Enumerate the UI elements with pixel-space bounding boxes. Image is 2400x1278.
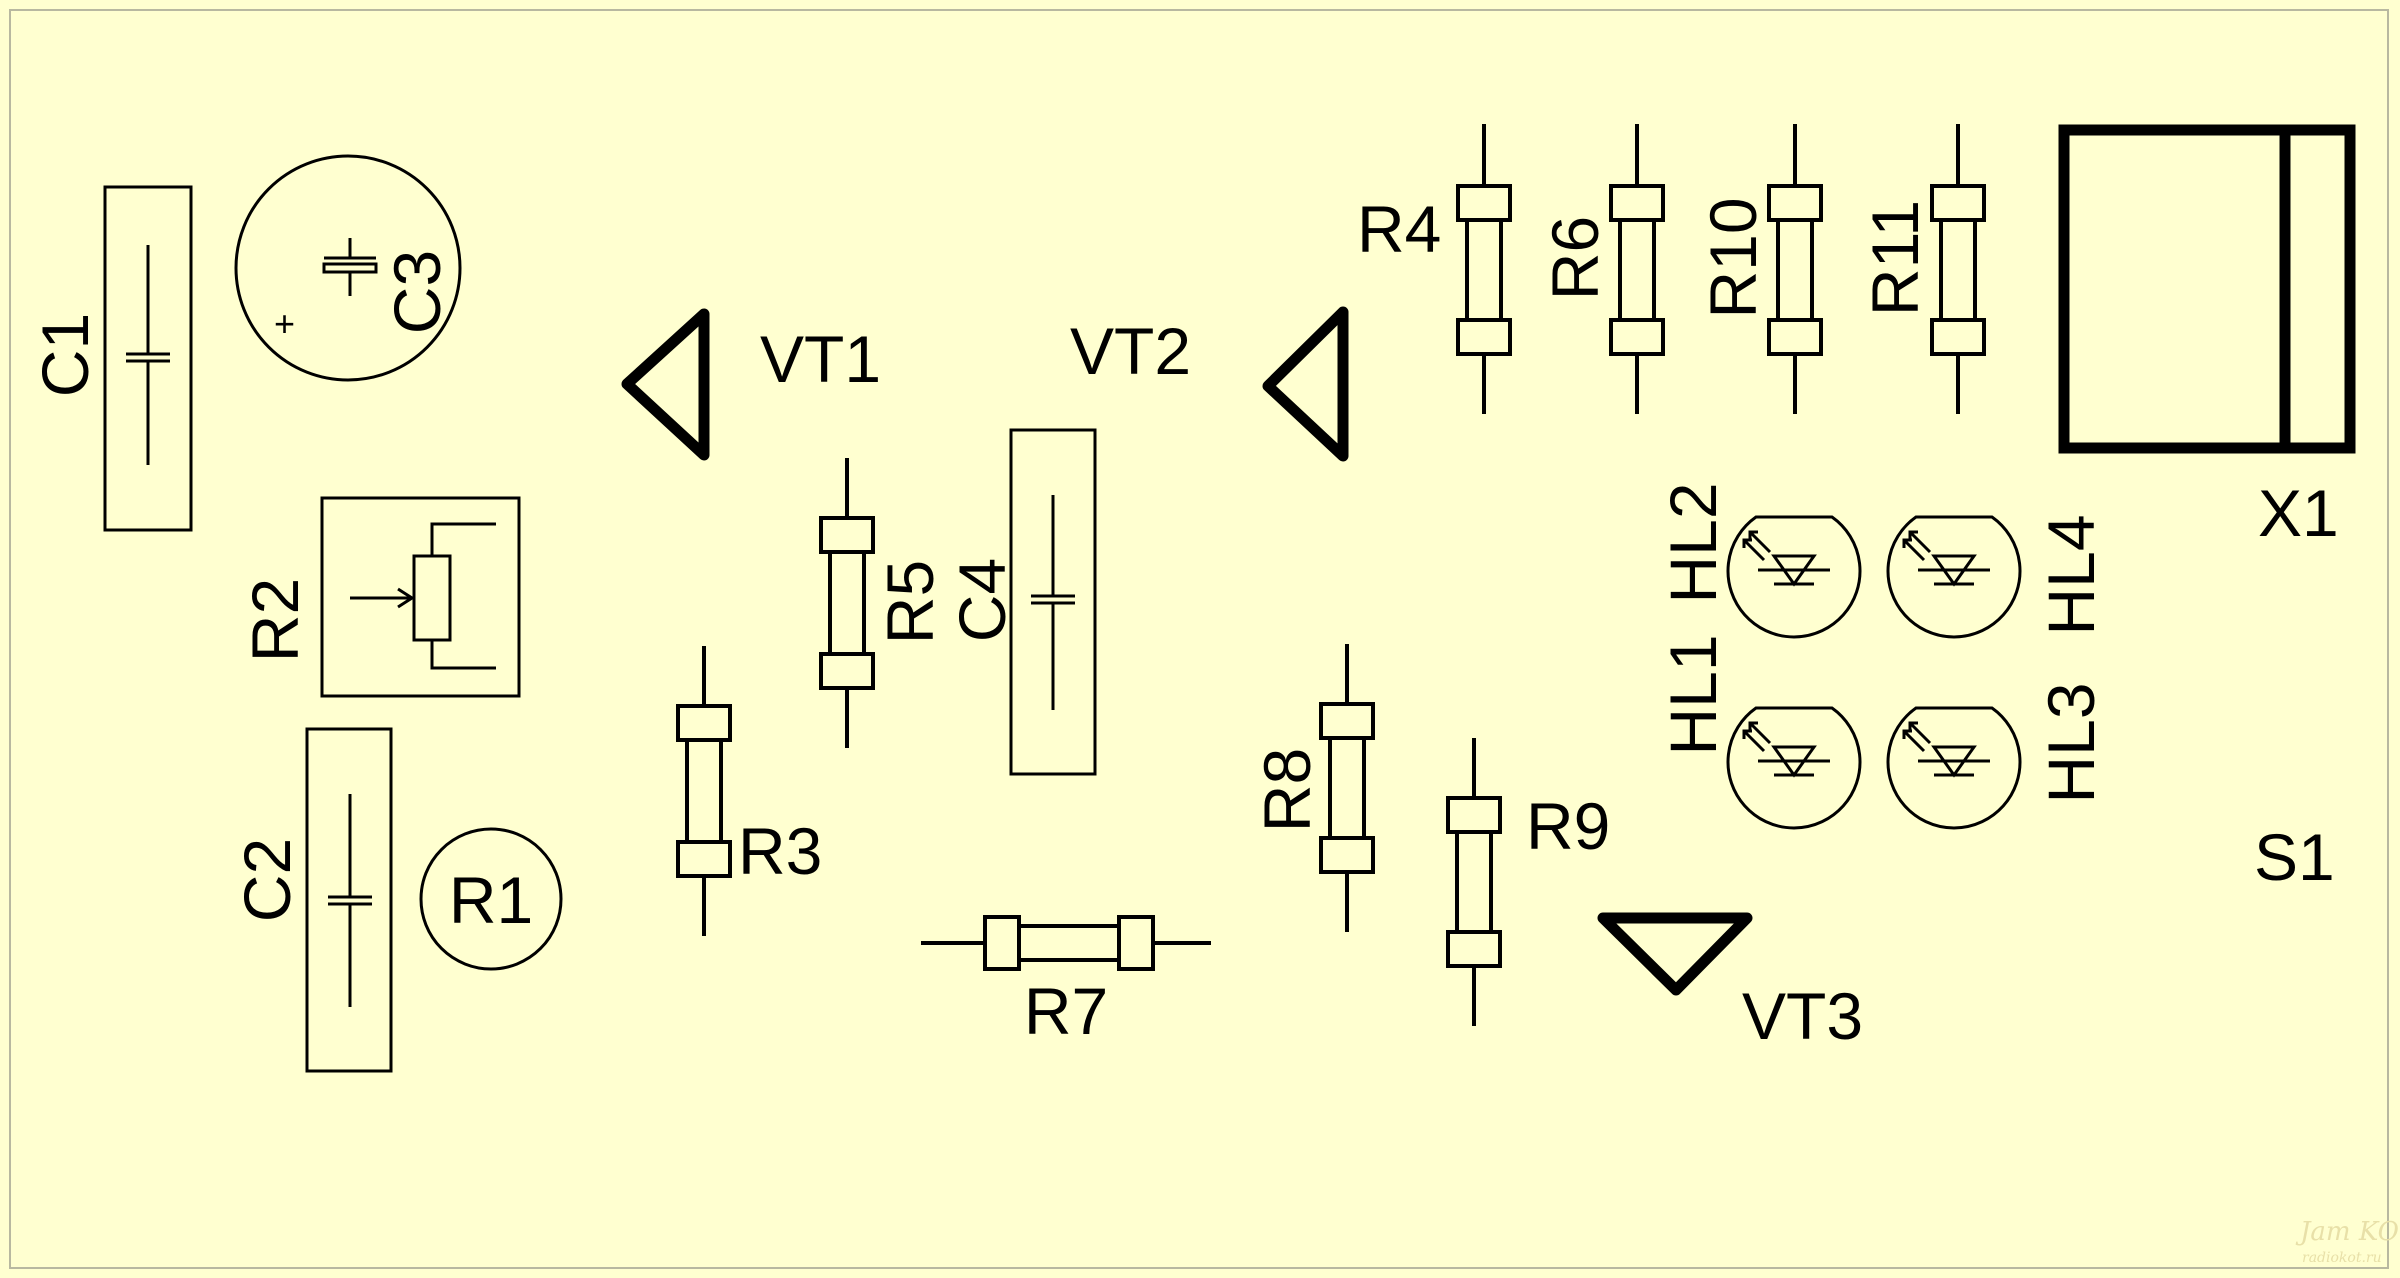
label-x1: X1 <box>2258 476 2339 550</box>
label-vt3: VT3 <box>1742 979 1863 1053</box>
resistor-r1 <box>419 827 563 971</box>
capacitor-c4 <box>1009 428 1097 776</box>
label-hl3: HL3 <box>2034 682 2108 803</box>
resistor-r10 <box>1767 124 1823 414</box>
label-c2: C2 <box>230 838 304 922</box>
capacitor-c1 <box>103 185 193 532</box>
resistor-r4 <box>1456 124 1512 414</box>
label-r7: R7 <box>1024 974 1108 1048</box>
label-r3: R3 <box>738 814 822 888</box>
watermark-logo: Jam KOT <box>2295 1217 2400 1247</box>
capacitor-c3 <box>234 154 462 382</box>
label-hl4: HL4 <box>2034 514 2108 635</box>
transistor-vt1 <box>621 308 710 461</box>
resistor-r6 <box>1609 124 1665 414</box>
label-c4: C4 <box>945 558 1019 642</box>
transistor-vt3 <box>1597 912 1753 996</box>
label-hl1: HL1 <box>1656 634 1730 755</box>
resistor-r9 <box>1446 738 1502 1026</box>
label-c3: C3 <box>380 250 454 334</box>
label-r4: R4 <box>1357 192 1441 266</box>
resistor-r8 <box>1319 644 1375 932</box>
label-c1: C1 <box>28 313 102 397</box>
label-r2: R2 <box>238 578 312 662</box>
trimmer-resistor-r2 <box>320 496 521 698</box>
resistor-r7 <box>921 915 1211 971</box>
resistor-r5 <box>819 458 875 748</box>
label-r9: R9 <box>1526 789 1610 863</box>
label-r6: R6 <box>1538 216 1612 300</box>
connector-x1 <box>2058 124 2356 454</box>
resistor-r3 <box>676 646 732 936</box>
resistor-r11 <box>1930 124 1986 414</box>
label-vt1: VT1 <box>760 322 881 396</box>
board-outline <box>9 9 2389 1269</box>
c3-polarity-plus: + <box>274 303 295 344</box>
label-r1: R1 <box>449 863 533 937</box>
capacitor-c2 <box>305 727 393 1073</box>
label-r10: R10 <box>1696 197 1770 318</box>
label-s1: S1 <box>2254 820 2335 894</box>
label-r8: R8 <box>1250 748 1324 832</box>
label-r11: R11 <box>1858 200 1932 316</box>
label-vt2: VT2 <box>1070 314 1191 388</box>
watermark-url: radiokot.ru <box>2302 1250 2382 1266</box>
transistor-vt2 <box>1262 306 1349 462</box>
label-r5: R5 <box>873 560 947 644</box>
label-hl2: HL2 <box>1656 482 1730 603</box>
